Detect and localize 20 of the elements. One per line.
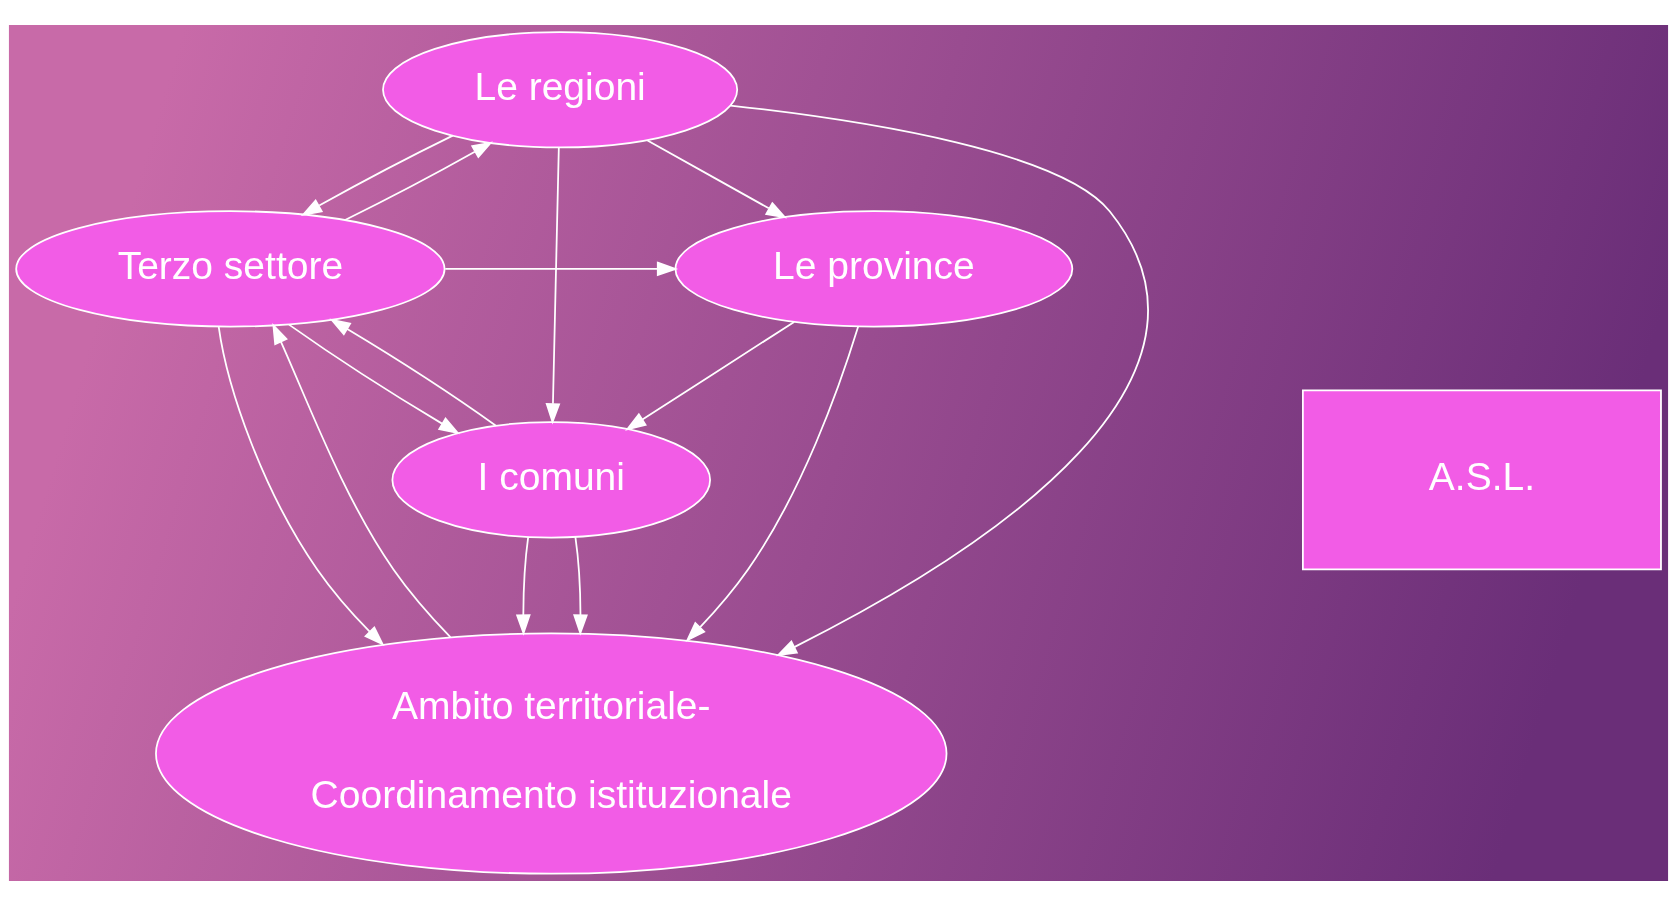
node-box: A.S.L. [1302, 389, 1662, 570]
node-ellipse: Terzo settore [15, 209, 446, 327]
arrow [329, 317, 497, 427]
arrow [646, 139, 788, 219]
arrow [300, 134, 454, 216]
arrow [573, 535, 588, 636]
arrow [444, 260, 679, 276]
arrow [344, 140, 494, 221]
arrow [217, 325, 385, 646]
arrow [625, 320, 795, 431]
arrow [515, 535, 531, 636]
node-ellipse: Le regioni [382, 30, 739, 148]
arrow [729, 104, 1148, 656]
arrow [685, 325, 860, 642]
arrow [545, 146, 561, 424]
arrow [288, 323, 460, 434]
node-ellipse: Le province [674, 209, 1074, 327]
arrow [272, 322, 452, 638]
node-ellipse: I comuni [391, 420, 711, 538]
node-ellipse: Ambito territoriale- Coordinamento istituzionale [155, 632, 948, 875]
